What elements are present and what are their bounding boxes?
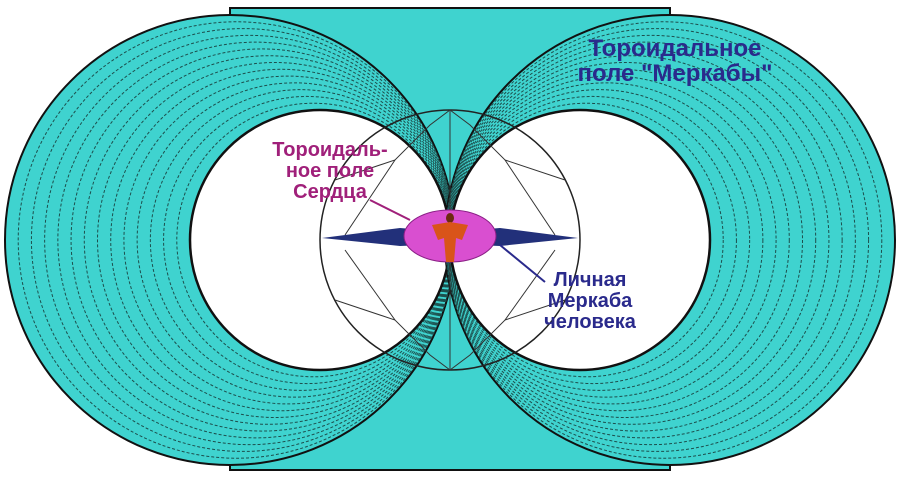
label-line: Тороидаль- xyxy=(272,139,388,161)
label-line: человека xyxy=(544,311,636,333)
label-line: Тороидальное xyxy=(588,35,762,62)
human-figure xyxy=(432,213,468,262)
torus-flow-line xyxy=(447,75,777,405)
torus-flow-line xyxy=(449,102,724,378)
personal-merkaba-label: Личная Меркаба человека xyxy=(530,270,650,333)
label-line: Личная xyxy=(553,269,627,291)
label-line: ное поле xyxy=(285,160,375,182)
torus-flow-line xyxy=(445,28,870,452)
merkaba-field-label: Тороидальное поле "Меркабы" xyxy=(540,35,810,88)
heart-pointer xyxy=(369,199,411,221)
merkaba-pointer xyxy=(499,244,546,283)
torus-flow-line xyxy=(448,82,764,398)
label-line: Меркаба xyxy=(547,290,633,312)
torus-flow-line xyxy=(446,55,817,425)
label-line: поле "Меркабы" xyxy=(577,60,773,88)
heart-field-label: Тороидаль- ное поле Сердца xyxy=(240,140,420,203)
label-line: Сердца xyxy=(293,181,367,203)
